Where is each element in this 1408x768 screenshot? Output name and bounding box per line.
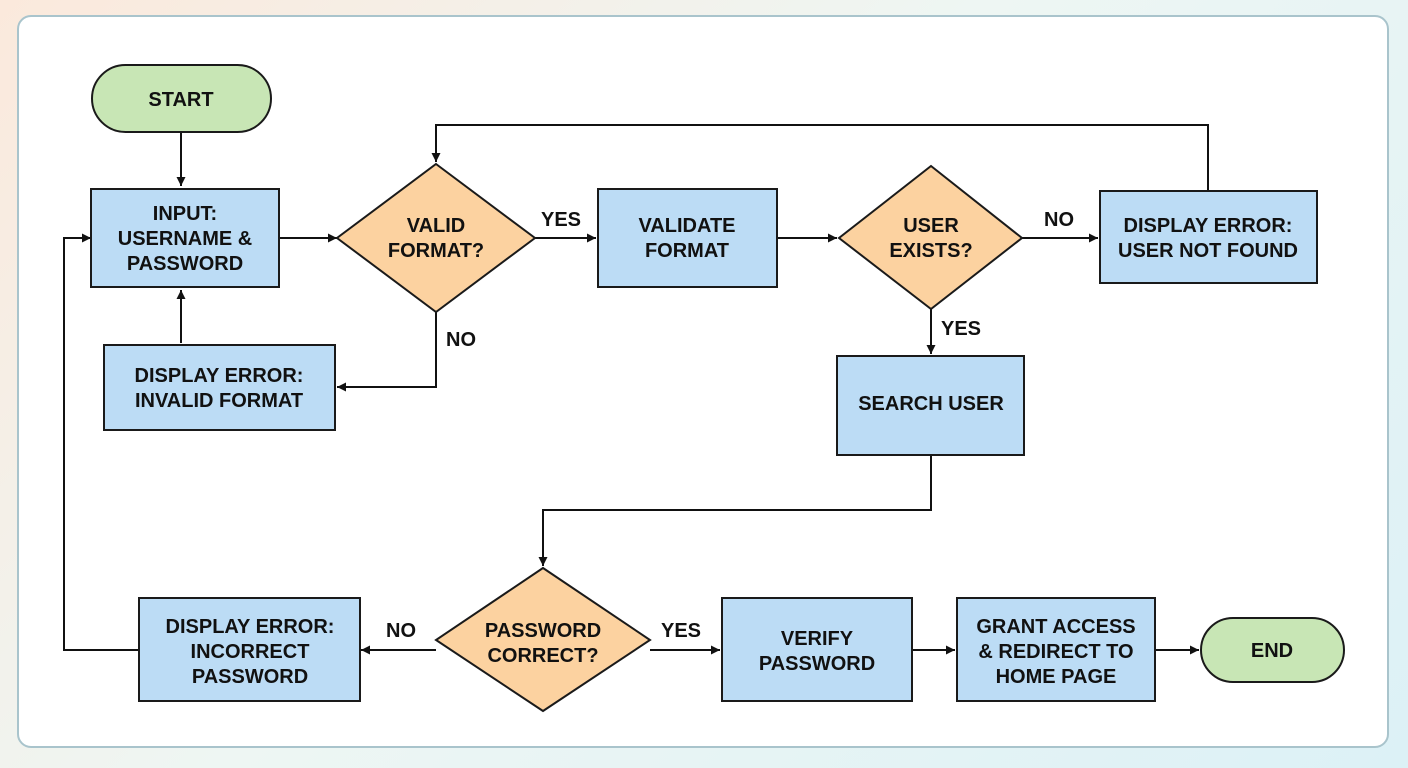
search-user-label: SEARCH USER (858, 393, 1004, 415)
verify-password-label-line-2: PASSWORD (759, 653, 875, 675)
valid-format-shape (335, 162, 537, 314)
grant-access-shape (956, 597, 1156, 702)
start-shape (91, 64, 272, 133)
password-correct-label-line-2: CORRECT? (487, 645, 598, 667)
password-correct-decision: PASSWORD CORRECT? (434, 566, 652, 713)
verify-password-shape (721, 597, 913, 702)
error-invalid-format-label-line-1: DISPLAY ERROR: (135, 365, 304, 387)
password-correct-shape (434, 566, 652, 713)
user-exists-label-line-2: EXISTS? (889, 240, 972, 262)
grant-access-label-line-3: HOME PAGE (996, 666, 1117, 688)
end-shape (1200, 617, 1345, 683)
error-incorrect-password-shape (138, 597, 361, 702)
verify-password-node: VERIFY PASSWORD (721, 597, 913, 702)
validate-format-label-line-2: FORMAT (645, 240, 729, 262)
user-exists-label-line-1: USER (903, 215, 959, 237)
label-exists-no: NO (1044, 209, 1074, 231)
user-exists-decision: USER EXISTS? (837, 164, 1024, 311)
verify-password-label-line-1: VERIFY (781, 628, 854, 650)
password-correct-label-line-1: PASSWORD (485, 620, 601, 642)
valid-format-label-line-1: VALID (407, 215, 466, 237)
user-exists-shape (837, 164, 1024, 311)
valid-format-decision: VALID FORMAT? (335, 162, 537, 314)
edge-user-not-found-to-valid-format (431, 124, 1209, 191)
grant-access-label-line-2: & REDIRECT TO (978, 641, 1133, 663)
validate-format-label-line-1: VALIDATE (638, 215, 735, 237)
error-user-not-found-label-line-2: USER NOT FOUND (1118, 240, 1298, 262)
label-exists-yes: YES (941, 318, 981, 340)
search-user-node: SEARCH USER (836, 355, 1025, 456)
error-invalid-format-node: DISPLAY ERROR: INVALID FORMAT (103, 344, 336, 431)
input-label-line-1: INPUT: (153, 203, 217, 225)
start-node: START (91, 64, 272, 133)
valid-format-label-line-2: FORMAT? (388, 240, 484, 262)
end-node: END (1200, 617, 1345, 683)
start-label: START (148, 89, 213, 111)
label-password-no: NO (386, 620, 416, 642)
validate-format-shape (597, 188, 778, 288)
error-incorrect-password-label-line-2: INCORRECT (191, 641, 310, 663)
error-user-not-found-label-line-1: DISPLAY ERROR: (1124, 215, 1293, 237)
edge-labels: YES NO NO YES NO YES (386, 209, 1074, 642)
input-node: INPUT: USERNAME & PASSWORD (90, 188, 280, 288)
grant-access-node: GRANT ACCESS & REDIRECT TO HOME PAGE (956, 597, 1156, 702)
error-invalid-format-label-line-2: INVALID FORMAT (135, 390, 303, 412)
label-valid-yes: YES (541, 209, 581, 231)
label-password-yes: YES (661, 620, 701, 642)
grant-access-label-line-1: GRANT ACCESS (976, 616, 1135, 638)
input-label-line-2: USERNAME & (118, 228, 252, 250)
search-user-shape (836, 355, 1025, 456)
error-user-not-found-node: DISPLAY ERROR: USER NOT FOUND (1099, 190, 1318, 284)
input-shape (90, 188, 280, 288)
label-valid-no: NO (446, 329, 476, 351)
edge-search-to-password-correct (538, 455, 932, 566)
edge-incorrect-password-to-input (63, 233, 139, 651)
error-invalid-format-shape (103, 344, 336, 431)
error-user-not-found-shape (1099, 190, 1318, 284)
error-incorrect-password-node: DISPLAY ERROR: INCORRECT PASSWORD (138, 597, 361, 702)
edge-valid-no (337, 312, 437, 392)
error-incorrect-password-label-line-1: DISPLAY ERROR: (166, 616, 335, 638)
error-incorrect-password-label-line-3: PASSWORD (192, 666, 308, 688)
end-label: END (1251, 640, 1293, 662)
connectors (63, 124, 1209, 655)
validate-format-node: VALIDATE FORMAT (597, 188, 778, 288)
input-label-line-3: PASSWORD (127, 253, 243, 275)
